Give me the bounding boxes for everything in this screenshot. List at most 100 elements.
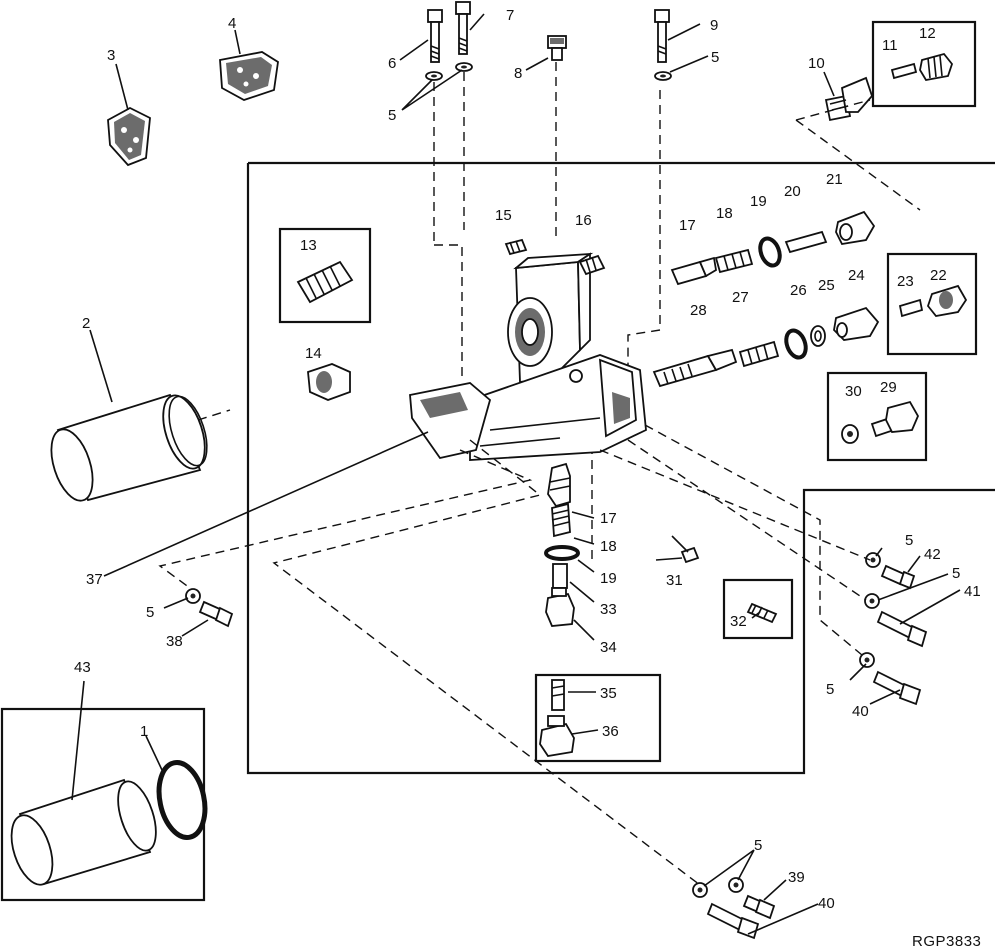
callout-14: 14 [305,345,322,362]
pin-part-35 [551,679,565,711]
spring-part-13 [296,260,354,304]
box-parts-35-36 [534,673,662,763]
box-parts-11-12 [871,20,977,108]
washer-part-5-bottom-a [692,882,708,898]
ring-part-19-bottom [544,545,580,561]
callout-5-c: 5 [905,532,913,549]
bolt-part-41 [876,610,928,648]
callout-10: 10 [808,55,825,72]
bolt-part-42 [880,564,916,590]
callout-17-top: 17 [679,217,696,234]
pin-part-23 [898,298,924,318]
pin-part-33 [552,563,568,589]
callout-40-right: 40 [852,703,869,720]
callout-41: 41 [964,583,981,600]
bolt-part-40-bottom [706,902,760,940]
elbow-fitting-part-10 [824,76,874,122]
box-part-32 [722,578,794,640]
bolt-part-6 [427,9,443,63]
box-part-13 [278,227,372,324]
box-parts-22-23 [886,252,978,356]
gasket-part-4 [219,51,279,101]
spring-part-16 [578,254,606,276]
callout-35: 35 [600,685,617,702]
callout-5-d: 5 [952,565,960,582]
washer-part-5-top-left [425,62,473,81]
washer-part-5-bottom-b [728,877,744,893]
fitting-part-29 [870,400,920,438]
callout-19-bottom: 19 [600,570,617,587]
callout-29: 29 [880,379,897,396]
ring-part-19-top [758,236,782,268]
callout-38: 38 [166,633,183,650]
washer-part-25 [810,325,826,347]
callout-1: 1 [140,723,148,740]
plug-part-36 [539,715,575,757]
callout-3: 3 [107,47,115,64]
fitting-part-24 [833,306,880,341]
drawing-code: RGP3833 [912,933,981,950]
callout-42: 42 [924,546,941,563]
valve-part-17-bottom [547,462,571,508]
bolt-part-7 [455,1,471,55]
plug-part-34 [545,587,575,627]
main-assembly-frame [246,161,995,775]
spring-part-18-top [714,248,754,274]
fitting-part-22 [926,284,968,317]
callout-30: 30 [845,383,862,400]
callout-27: 27 [732,289,749,306]
callout-18-top: 18 [716,205,733,222]
spring-part-27 [738,340,780,368]
callout-16: 16 [575,212,592,229]
washer-part-5-r1 [865,552,881,568]
callout-28: 28 [690,302,707,319]
callout-6: 6 [388,55,396,72]
callout-24: 24 [848,267,865,284]
filter-housing-part-37 [409,252,647,461]
bolt-part-39 [742,894,776,920]
fitting-part-12 [919,52,954,81]
callout-5-g: 5 [754,837,762,854]
plug-part-14 [307,363,351,401]
washer-part-5-r3 [859,652,875,668]
washer-part-5-left [185,588,201,604]
washer-part-5-top-right [654,71,672,81]
callout-5-b: 5 [711,49,719,66]
callout-2: 2 [82,315,90,332]
callout-18-bottom: 18 [600,538,617,555]
callout-37: 37 [86,571,103,588]
callout-5-a: 5 [388,107,396,124]
callout-22: 22 [930,267,947,284]
bolt-part-9 [654,9,670,63]
seal-ring-part-1 [156,760,208,840]
callout-19-top: 19 [750,193,767,210]
callout-15: 15 [495,207,512,224]
callout-31: 31 [666,572,683,589]
callout-23: 23 [897,273,914,290]
spring-part-15 [504,238,528,256]
washer-part-30 [841,424,859,444]
callout-5-e: 5 [826,681,834,698]
ring-part-26 [784,328,808,360]
valve-part-17-top [670,256,717,286]
bolt-part-38 [198,600,234,628]
callout-11: 11 [882,37,898,54]
oil-filter-part-2 [50,393,208,502]
fitting-part-21 [835,210,876,245]
callout-8: 8 [514,65,522,82]
callout-21: 21 [826,171,843,188]
callout-12: 12 [919,25,936,42]
callout-9: 9 [710,17,718,34]
plug-part-8 [547,35,567,61]
spring-part-18-bottom [551,502,571,538]
callout-33: 33 [600,601,617,618]
callout-25: 25 [818,277,835,294]
callout-43: 43 [74,659,91,676]
callout-26: 26 [790,282,807,299]
plunger-part-28 [652,348,738,388]
callout-7: 7 [506,7,514,24]
gasket-part-3 [107,106,151,167]
washer-part-5-r2 [864,593,880,609]
pin-part-11 [890,62,918,80]
